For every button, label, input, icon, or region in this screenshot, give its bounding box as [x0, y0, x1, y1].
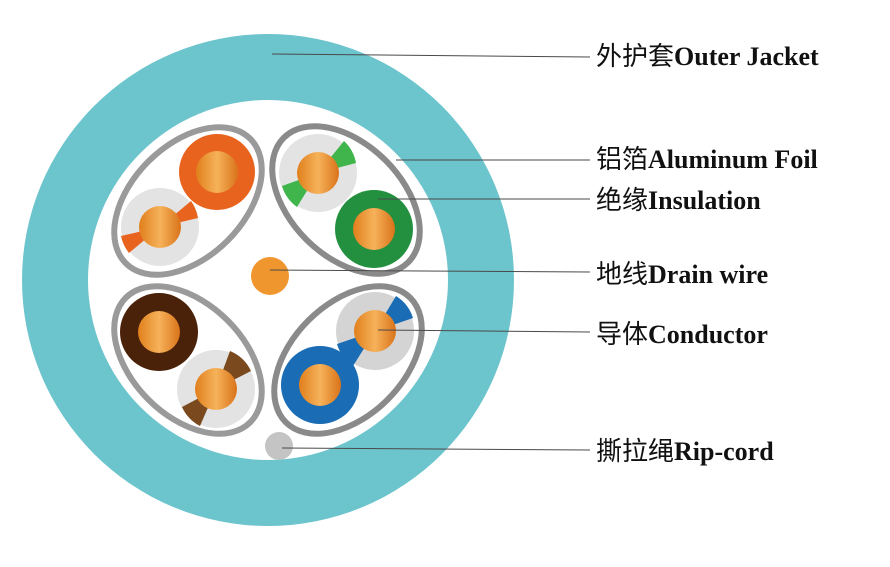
label-conductor: 导体Conductor	[596, 320, 768, 349]
conductor-blue-white	[354, 310, 396, 352]
pair-green	[269, 123, 423, 277]
foil-brown-pair	[111, 283, 265, 437]
foil-green-pair	[269, 123, 423, 277]
rip-cord	[265, 432, 293, 460]
leader-outer-jacket	[271, 53, 591, 58]
leader-conductor	[377, 329, 591, 333]
conductor-green	[353, 208, 395, 250]
pair-orange	[111, 124, 265, 278]
foil-orange-pair	[111, 124, 265, 278]
label-insulation: 绝缘Insulation	[596, 186, 761, 215]
conductor-orange-white	[139, 206, 181, 248]
leader-drain-wire	[269, 269, 591, 273]
label-outer-jacket: 外护套Outer Jacket	[596, 42, 819, 71]
pair-brown	[111, 283, 265, 437]
label-rip-cord: 撕拉绳Rip-cord	[596, 437, 774, 466]
foil-blue-pair	[271, 283, 425, 437]
leader-rip-cord	[281, 447, 591, 451]
label-aluminum-foil: 铝箔Aluminum Foil	[596, 145, 818, 174]
conductor-brown-white	[195, 368, 237, 410]
label-drain-wire: 地线Drain wire	[596, 260, 768, 289]
pair-blue	[271, 283, 425, 437]
conductor-brown	[138, 311, 180, 353]
conductor-orange	[196, 151, 238, 193]
conductor-green-white	[297, 152, 339, 194]
conductor-blue	[299, 364, 341, 406]
drain-wire	[251, 257, 289, 295]
